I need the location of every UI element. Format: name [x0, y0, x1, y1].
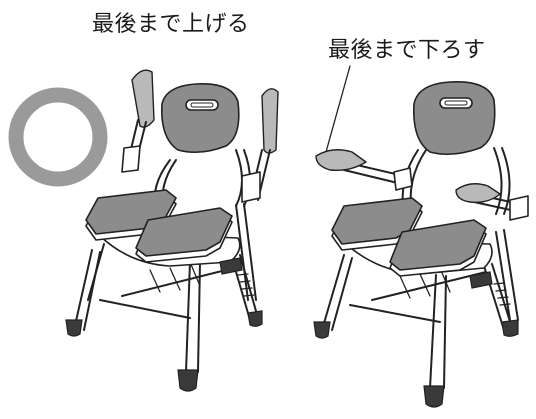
- leader-line: [325, 65, 351, 153]
- chair-armrests-lowered: [313, 81, 529, 408]
- caption-raise-armrests: 最後まで上げる: [92, 12, 250, 37]
- caption-lower-armrests: 最後まで下ろす: [328, 38, 486, 63]
- circle-ok-icon: [8, 87, 108, 187]
- chair-armrests-raised: [65, 69, 279, 392]
